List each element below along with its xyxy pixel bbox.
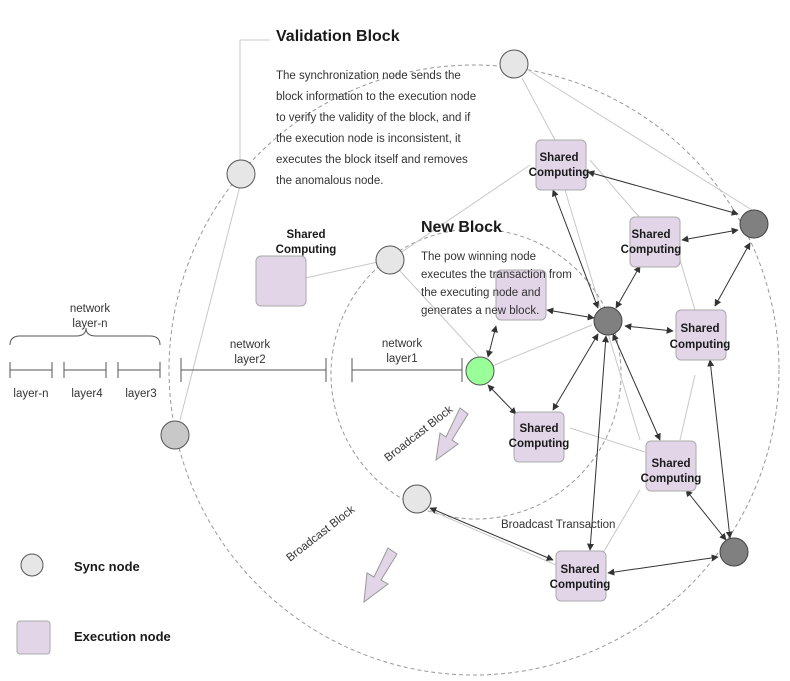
new-block-desc-line: generates a new block. <box>421 305 539 317</box>
network-layer1-label: network <box>382 338 423 350</box>
shared-computing-label: Shared <box>681 323 720 335</box>
shared-computing-label: Shared <box>540 152 579 164</box>
network-layer2-label: network <box>230 339 271 351</box>
layer-tick-label: layer3 <box>125 388 156 400</box>
layer-brackets <box>9 327 463 382</box>
broadcast-block-outer-label: Broadcast Block <box>284 504 357 565</box>
broadcast-block-inner-label: Broadcast Block <box>382 404 455 465</box>
arrows <box>429 170 751 576</box>
shared-computing-label: Computing <box>509 438 570 450</box>
layer-tick-label: layer-n <box>13 388 48 400</box>
broadcast-transaction-label: Broadcast Transaction <box>501 519 615 531</box>
execution-node <box>629 216 681 268</box>
broadcast-arrow-outer <box>363 547 398 604</box>
validation-desc-line: the anomalous node. <box>276 175 383 187</box>
validation-desc-line: The synchronization node sends the <box>276 70 461 82</box>
legend: Sync node Execution node <box>16 553 171 655</box>
execution-node <box>555 550 607 602</box>
legend-sync-swatch <box>20 553 44 577</box>
shared-computing-label: Computing <box>276 244 337 256</box>
sync-node <box>499 49 529 79</box>
execution-nodes <box>255 139 727 602</box>
sync-node-dark <box>739 209 769 239</box>
shared-computing-label: Shared <box>287 229 326 241</box>
shared-computing-label: Computing <box>670 339 731 351</box>
legend-sync-label: Sync node <box>74 559 140 574</box>
network-layer-n-label: layer-n <box>72 318 107 330</box>
sync-node <box>226 159 256 189</box>
shared-computing-label: Shared <box>632 229 671 241</box>
shared-computing-label: Computing <box>550 579 611 591</box>
sync-node-dark <box>719 537 749 567</box>
network-layer2-circle <box>168 64 780 676</box>
execution-node <box>645 440 697 492</box>
execution-node <box>255 255 307 307</box>
shared-computing-label: Computing <box>641 473 702 485</box>
sync-node <box>375 245 405 275</box>
validation-block-title: Validation Block <box>276 28 400 45</box>
execution-node <box>495 269 547 321</box>
pow-winner-node <box>465 356 495 386</box>
sync-node-dark <box>593 306 623 336</box>
network-layer2-label: layer2 <box>234 354 265 366</box>
execution-node <box>535 139 587 191</box>
legend-execution-swatch <box>16 620 51 655</box>
shared-computing-label: Computing <box>529 167 590 179</box>
legend-execution-label: Execution node <box>74 629 171 644</box>
new-block-desc-line: The pow winning node <box>421 251 536 263</box>
new-block-title: New Block <box>421 219 502 236</box>
shared-computing-label: Shared <box>652 458 691 470</box>
validation-desc-line: the execution node is inconsistent, it <box>276 133 462 145</box>
sync-node <box>402 484 432 514</box>
execution-node <box>675 309 727 361</box>
shared-computing-label: Shared <box>520 423 559 435</box>
validation-desc-line: to verify the validity of the block, and… <box>276 112 471 124</box>
sync-nodes <box>160 49 769 567</box>
sync-node-dark <box>160 420 190 450</box>
shared-computing-label: Computing <box>621 244 682 256</box>
validation-desc-line: block information to the execution node <box>276 91 476 103</box>
network-layer1-label: layer1 <box>386 353 417 365</box>
execution-node-labels: Shared Computing Shared Computing Shared… <box>276 152 731 591</box>
new-block-desc-line: executes the transaction from <box>421 269 572 281</box>
execution-node <box>513 411 565 463</box>
validation-desc-line: executes the block itself and removes <box>276 154 468 166</box>
shared-computing-label: Shared <box>561 564 600 576</box>
new-block-desc-line: the executing node and <box>421 287 541 299</box>
broadcast-arrow-inner <box>435 407 469 462</box>
layer-tick-label: layer4 <box>71 388 103 400</box>
network-layer-n-label: network <box>70 303 111 315</box>
